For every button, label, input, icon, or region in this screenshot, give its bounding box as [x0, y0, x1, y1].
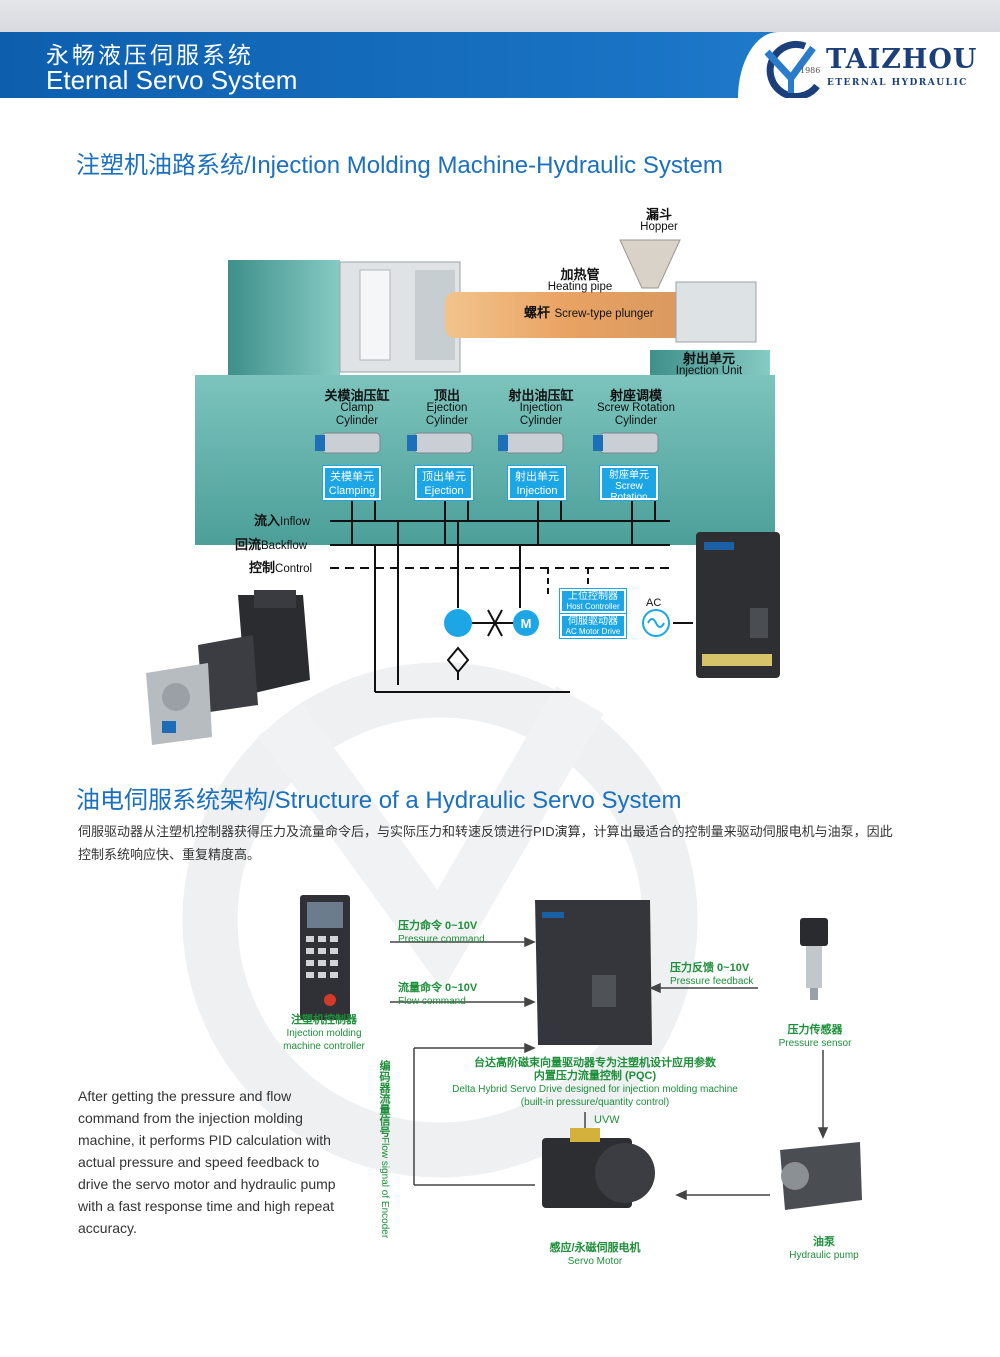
brand-subtitle: ETERNAL HYDRAULIC: [827, 78, 968, 88]
servo-drive-icon: [696, 532, 780, 678]
brand-name: TAIZHOU: [826, 44, 978, 75]
watermark-logo: [182, 662, 698, 1178]
brand-year: 1986: [800, 66, 821, 75]
section2-paragraph: 伺服驱动器从注塑机控制器获得压力及流量命令后，与实际压力和转速反馈进行PID演算…: [78, 824, 893, 862]
top-band: [0, 0, 1000, 32]
side-description: After getting the pressure and flow comm…: [78, 1088, 336, 1236]
section1-title: 注塑机油路系统/Injection Molding Machine-Hydrau…: [76, 152, 723, 179]
cylinder-icons: [315, 432, 659, 454]
machine-diagram: M AC: [195, 239, 775, 693]
backflow-label: 回流Backflow: [235, 537, 308, 552]
uvw-label: UVW: [594, 1114, 620, 1126]
encoder-label: 编码器流量信号Flow signal of Encoder: [378, 1060, 390, 1239]
inflow-label: 流入Inflow: [254, 513, 311, 528]
ac-label: AC: [646, 597, 661, 609]
header-title-en: Eternal Servo System: [46, 65, 298, 95]
header-title-cn: 永畅液压伺服系统: [46, 43, 254, 69]
motor-letter: M: [521, 616, 532, 631]
brand-logo-icon: [764, 40, 820, 98]
drive-description: 台达高阶磁束向量驱动器专为注塑机设计应用参数 内置压力流量控制 (PQC) De…: [452, 1057, 738, 1108]
servo-motor-pump-icon: [146, 590, 310, 745]
control-label: 控制Control: [249, 560, 313, 575]
servo-structure-diagram: [300, 895, 862, 1210]
screw-label: 螺杆 Screw-type plunger: [524, 305, 654, 320]
section2-title: 油电伺服系统架构/Structure of a Hydraulic Servo …: [76, 787, 682, 814]
